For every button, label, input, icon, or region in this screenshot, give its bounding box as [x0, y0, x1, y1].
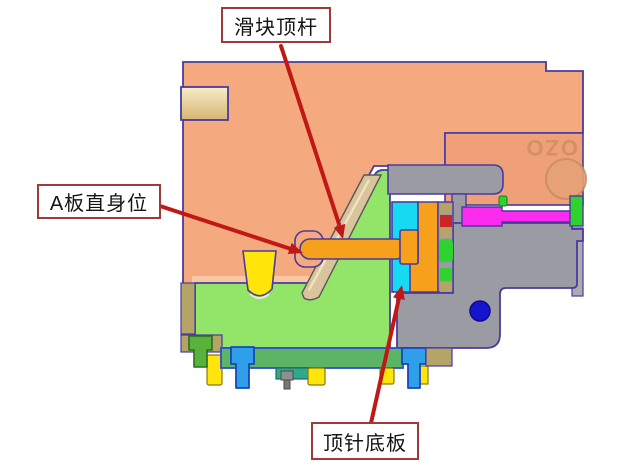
- arrow-heads: [287, 223, 405, 300]
- khaki-right-block: [425, 347, 453, 367]
- arrow-slider-ejector-line: [279, 44, 341, 226]
- arrow-head-ejector-base: [393, 285, 405, 300]
- watermark-text: OZO: [524, 135, 578, 160]
- gray-top-bar: [387, 164, 504, 195]
- support-pillar-left: [206, 354, 223, 386]
- green-t-bolt: [188, 335, 213, 368]
- support-housing-block: [396, 222, 584, 349]
- bolt-hole: [469, 300, 491, 322]
- label-ejector-base-plate: 顶针底板: [311, 422, 419, 460]
- slider-ejector-rod: [299, 229, 419, 265]
- label-slider-ejector-rod: 滑块顶杆: [221, 7, 331, 43]
- label-a-plate-straight-face: A板直身位: [37, 184, 161, 219]
- arrow-ejector-base-line: [369, 296, 401, 425]
- green-segment-large: [439, 239, 453, 262]
- small-gray-bolt: [280, 370, 294, 390]
- arrow-a-plate-line: [158, 204, 293, 251]
- wedge-insert: [242, 250, 277, 299]
- angled-guide-strip: [301, 174, 383, 301]
- rod-head-flange: [399, 229, 419, 265]
- blue-t-bolt-left: [230, 346, 255, 389]
- khaki-left-strip: [180, 282, 196, 335]
- red-segment: [440, 215, 452, 227]
- green-stop-dot: [498, 195, 508, 207]
- green-segment-small: [440, 268, 452, 281]
- arrow-head-a-plate: [287, 242, 303, 254]
- arrow-head-slider-ejector: [333, 223, 346, 239]
- bottom-hardware: [180, 282, 453, 390]
- support-pillar-mid: [307, 367, 326, 386]
- watermark-circle: [545, 158, 587, 200]
- leader-arrows: [158, 44, 401, 425]
- a-plate-notch: [180, 86, 229, 121]
- fastener-column: [437, 201, 454, 293]
- green-end-block: [569, 195, 584, 227]
